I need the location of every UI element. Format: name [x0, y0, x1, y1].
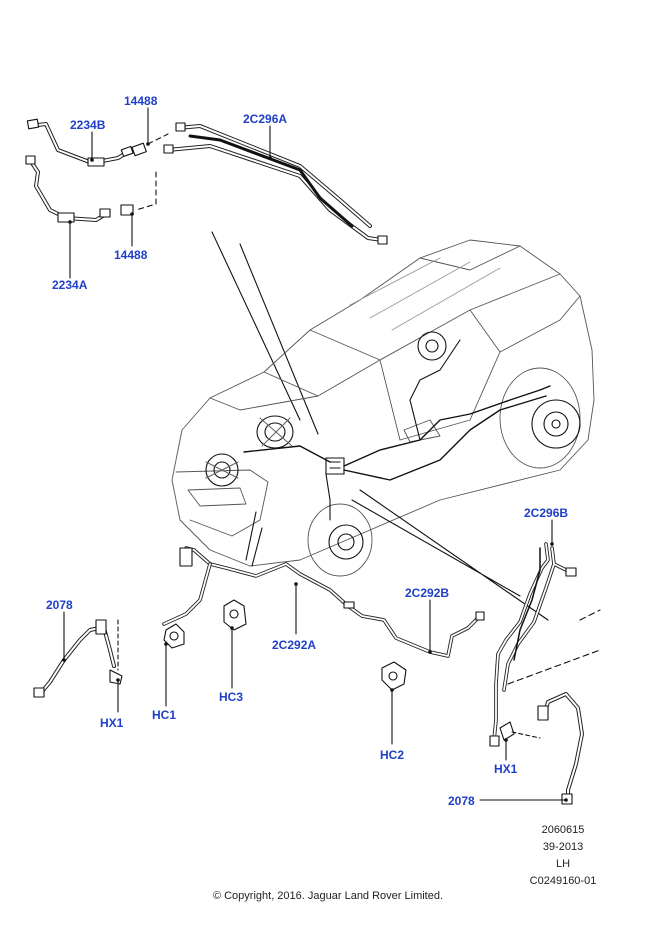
clip-hc2 [381, 661, 407, 691]
front-left-disc [205, 453, 239, 487]
bracket-hx1-left [109, 669, 123, 685]
callout-2078-right[interactable]: 2078 [448, 794, 475, 808]
reference-illustration-id: C0249160-01 [529, 875, 597, 887]
callout-hx1-right[interactable]: HX1 [494, 762, 518, 776]
callout-2234b[interactable]: 2234B [70, 118, 106, 132]
reference-date-code: 2060615 [541, 824, 585, 836]
brake-booster [256, 415, 294, 449]
bracket-hx1-right [499, 721, 515, 741]
callout-2c292a[interactable]: 2C292A [272, 638, 317, 652]
reference-side: LH [555, 858, 571, 870]
abs-module [325, 457, 345, 475]
callout-14488-top[interactable]: 14488 [124, 94, 158, 108]
callout-hx1-left[interactable]: HX1 [100, 716, 124, 730]
vehicle-outline [171, 239, 595, 577]
rear-left-disc [417, 331, 447, 361]
callout-2078-left[interactable]: 2078 [46, 598, 73, 612]
rear-right-disc [531, 399, 581, 449]
hose-2078-left [33, 619, 119, 698]
callout-hc2[interactable]: HC2 [380, 748, 405, 762]
callout-2234a[interactable]: 2234A [52, 278, 88, 292]
front-right-disc [328, 524, 364, 560]
callout-2c292b[interactable]: 2C292B [405, 586, 450, 600]
callout-14488-bottom[interactable]: 14488 [114, 248, 148, 262]
callout-hc1[interactable]: HC1 [152, 708, 177, 722]
pipe-2c296b [489, 542, 601, 747]
pipe-2234a [25, 155, 111, 223]
reference-week-year: 39-2013 [542, 841, 584, 853]
callout-hc3[interactable]: HC3 [219, 690, 244, 704]
copyright-notice: © Copyright, 2016. Jaguar Land Rover Lim… [212, 890, 444, 902]
clip-hc3 [223, 599, 247, 631]
clip-14488-bottom [120, 204, 134, 216]
clip-14488-top [131, 142, 147, 157]
callout-2c296a[interactable]: 2C296A [243, 112, 288, 126]
pipe-2234b [26, 118, 134, 167]
pipe-2c292a [162, 546, 485, 658]
callout-2c296b[interactable]: 2C296B [524, 506, 569, 520]
pipe-2c296a [163, 122, 388, 245]
hose-2078-right [537, 692, 584, 805]
clip-hc1 [163, 623, 185, 649]
